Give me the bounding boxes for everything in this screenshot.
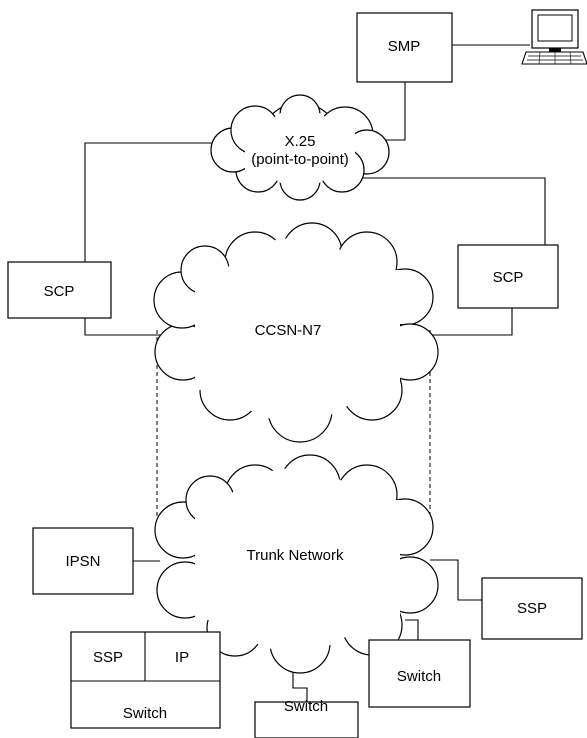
smp-label: SMP [388,38,421,55]
link-scp-right-ccsn [430,308,513,336]
x25-label-line2: (point-to-point) [251,151,349,168]
link-x25-scp-left [84,142,220,262]
x25-label-line1: X.25 [285,133,316,150]
link-smp-x25 [385,82,406,141]
scp-right-label: SCP [493,269,524,286]
scp-right-node: SCP [457,244,559,309]
scp-left-node: SCP [7,261,112,319]
trunk-network-label: Trunk Network [247,547,344,564]
switch-right-label: Switch [397,668,441,685]
scp-left-label: SCP [44,283,75,300]
combo-ssp-label: SSP [93,649,123,666]
ssp-right-node: SSP [481,577,583,640]
computer-terminal-icon [521,9,587,65]
combo-switch-label: Switch [123,705,167,722]
ccsn-label: CCSN-N7 [255,322,322,339]
link-x25-scp-right [360,177,546,245]
smp-node: SMP [356,12,453,83]
ipsn-label: IPSN [65,553,100,570]
switch-center-label: Switch [284,698,328,715]
link-trunk-ssp-right [430,559,482,601]
link-trunk-switch-right [405,619,419,640]
link-trunk-switch-center [292,663,308,702]
cloud-shape [153,222,439,443]
switch-center-node: Switch [254,698,359,738]
link-scp-left-ccsn [84,318,160,336]
ipsn-node: IPSN [32,527,134,595]
cloud-shape [210,94,390,201]
trunk-network-cloud: Trunk Network [154,454,439,674]
ssp-ip-switch-node: SSP IP Switch [70,631,221,729]
combo-ip-label: IP [175,649,189,666]
cloud-shape [154,454,439,674]
ccsn-cloud: CCSN-N7 [153,222,439,443]
ssp-right-label: SSP [517,600,547,617]
x25-cloud: X.25 (point-to-point) [210,94,390,201]
switch-right-node: Switch [368,639,471,708]
